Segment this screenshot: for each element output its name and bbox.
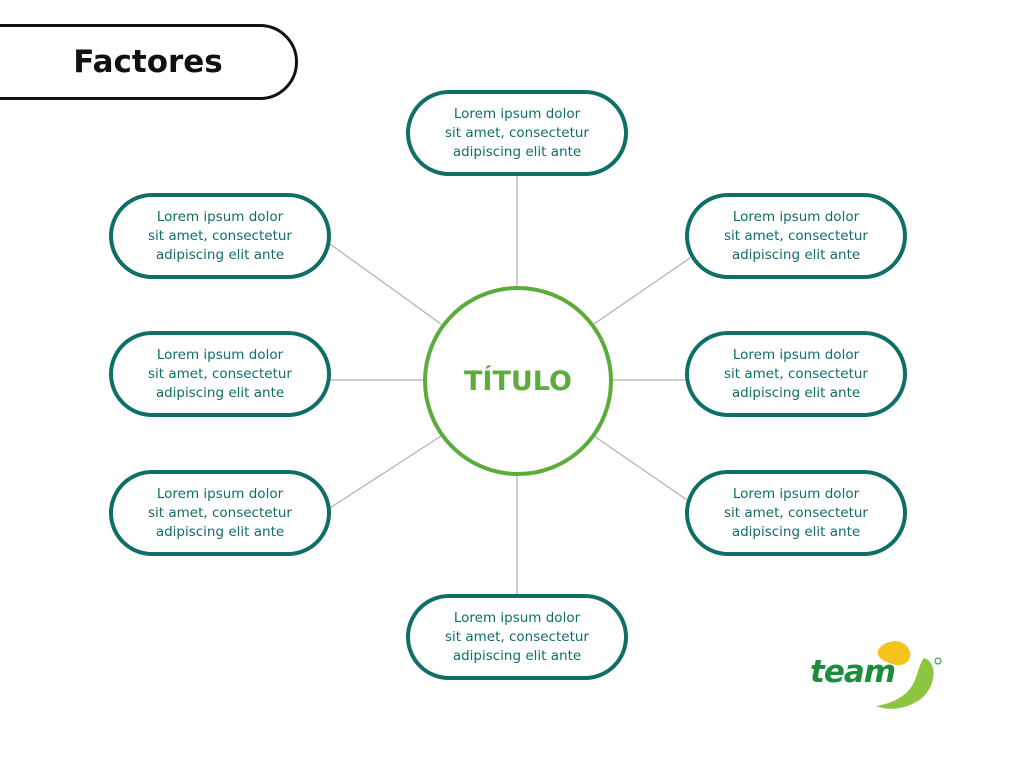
node-line: sit amet, consectetur <box>724 227 868 244</box>
section-title-tab: Factores <box>0 24 298 100</box>
node-line: adipiscing elit ante <box>731 384 861 401</box>
node-line: adipiscing elit ante <box>452 143 582 160</box>
team-logo: team <box>806 636 946 716</box>
node-line: Lorem ipsum dolor <box>156 346 284 363</box>
factor-node-lower-right: Lorem ipsum dolor sit amet, consectetur … <box>685 470 907 556</box>
factor-node-upper-left: Lorem ipsum dolor sit amet, consectetur … <box>109 193 331 279</box>
node-line: Lorem ipsum dolor <box>732 485 860 502</box>
node-line: adipiscing elit ante <box>155 246 285 263</box>
node-line: sit amet, consectetur <box>148 227 292 244</box>
center-title: TÍTULO <box>464 365 572 397</box>
node-line: adipiscing elit ante <box>731 246 861 263</box>
node-line: Lorem ipsum dolor <box>156 485 284 502</box>
node-line: sit amet, consectetur <box>724 504 868 521</box>
factor-node-middle-left: Lorem ipsum dolor sit amet, consectetur … <box>109 331 331 417</box>
connector-lower-left <box>329 435 442 509</box>
connector-lower-right <box>593 435 691 503</box>
node-line: sit amet, consectetur <box>445 628 589 645</box>
factor-node-bottom: Lorem ipsum dolor sit amet, consectetur … <box>406 594 628 680</box>
connector-upper-right <box>593 257 691 325</box>
node-line: Lorem ipsum dolor <box>156 208 284 225</box>
node-line: adipiscing elit ante <box>155 384 285 401</box>
node-line: sit amet, consectetur <box>724 365 868 382</box>
connector-upper-left <box>329 243 442 325</box>
center-title-circle: TÍTULO <box>423 286 613 476</box>
node-line: sit amet, consectetur <box>148 365 292 382</box>
node-line: Lorem ipsum dolor <box>453 105 581 122</box>
node-line: adipiscing elit ante <box>452 647 582 664</box>
node-line: sit amet, consectetur <box>148 504 292 521</box>
page-title: Factores <box>73 44 223 80</box>
logo-wordmark: team <box>810 654 896 690</box>
factor-node-middle-right: Lorem ipsum dolor sit amet, consectetur … <box>685 331 907 417</box>
node-line: adipiscing elit ante <box>731 523 861 540</box>
factor-node-upper-right: Lorem ipsum dolor sit amet, consectetur … <box>685 193 907 279</box>
factor-node-top: Lorem ipsum dolor sit amet, consectetur … <box>406 90 628 176</box>
team-leaf-logo-icon <box>876 641 942 709</box>
node-line: sit amet, consectetur <box>445 124 589 141</box>
node-line: adipiscing elit ante <box>155 523 285 540</box>
factor-node-lower-left: Lorem ipsum dolor sit amet, consectetur … <box>109 470 331 556</box>
node-line: Lorem ipsum dolor <box>732 346 860 363</box>
node-line: Lorem ipsum dolor <box>732 208 860 225</box>
node-line: Lorem ipsum dolor <box>453 609 581 626</box>
